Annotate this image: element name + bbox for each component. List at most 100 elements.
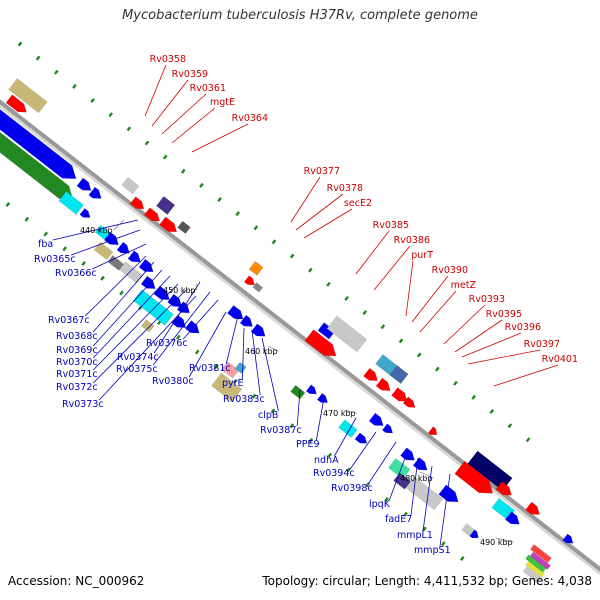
feature-arrow xyxy=(304,329,337,357)
gc-dot xyxy=(175,334,181,340)
leader-line xyxy=(152,291,211,366)
leader-line xyxy=(144,64,167,117)
feature-67 xyxy=(525,501,540,515)
gene-label-metz: metZ xyxy=(451,280,477,291)
feature-34 xyxy=(239,314,253,327)
gc-dot xyxy=(380,324,386,330)
feature-arrow xyxy=(469,529,479,539)
feature-box xyxy=(338,419,358,438)
feature-box xyxy=(326,315,368,353)
feature-arrow xyxy=(391,387,408,402)
tick-label: 490 kbp xyxy=(480,538,513,547)
feature-box xyxy=(467,450,513,492)
tick-line xyxy=(419,471,434,479)
gene-label-rv0385: Rv0385 xyxy=(373,220,409,231)
leader-line xyxy=(303,208,353,239)
feature-7 xyxy=(79,208,91,218)
feature-50 xyxy=(290,384,306,400)
feature-box xyxy=(522,566,542,583)
feature-box xyxy=(389,365,409,384)
leader-line xyxy=(439,473,451,547)
feature-6 xyxy=(58,191,84,215)
tick-line xyxy=(343,409,357,414)
feature-30 xyxy=(248,260,264,276)
feature-19 xyxy=(93,241,114,261)
gc-dot xyxy=(416,352,422,358)
gene-label-rv0366c: Rv0366c xyxy=(55,268,97,279)
gene-label-rv0359: Rv0359 xyxy=(172,69,208,80)
gc-dot xyxy=(308,267,313,273)
leader-line xyxy=(242,327,245,380)
feature-arrow xyxy=(129,196,145,210)
tick-label: 480 kbp xyxy=(400,474,433,483)
leader-lines xyxy=(52,64,559,547)
feature-box xyxy=(141,319,155,333)
leader-line xyxy=(443,304,486,345)
gene-label-rv0383c: Rv0383c xyxy=(223,394,265,405)
gene-label-rv0398c: Rv0398c xyxy=(331,483,373,494)
feature-box xyxy=(461,523,475,537)
gc-dot xyxy=(100,275,105,281)
feature-box xyxy=(290,384,306,400)
feature-53 xyxy=(338,419,358,438)
feature-17 xyxy=(127,250,141,263)
gc-dot xyxy=(53,69,59,75)
leader-line xyxy=(367,441,397,485)
leader-line xyxy=(410,457,419,516)
feature-49 xyxy=(316,393,328,403)
leader-line xyxy=(92,269,163,347)
feature-47 xyxy=(402,396,416,408)
feature-2 xyxy=(0,104,77,180)
gene-labels: Rv0358Rv0359Rv0361mgtERv0364Rv0377Rv0378… xyxy=(34,54,578,556)
feature-box xyxy=(248,260,264,276)
feature-box xyxy=(221,361,240,379)
gene-label-fba: fba xyxy=(38,239,53,250)
gene-label-clpb: clpB xyxy=(258,410,278,421)
leader-line xyxy=(290,176,321,223)
gene-label-rv0390: Rv0390 xyxy=(432,265,468,276)
leader-line xyxy=(349,431,377,470)
leader-line xyxy=(92,261,155,333)
feature-57 xyxy=(412,457,428,471)
feature-8 xyxy=(121,176,140,195)
gc-dot xyxy=(453,380,458,386)
genome-summary: Topology: circular; Length: 4,411,532 bp… xyxy=(262,574,592,588)
gc-dot xyxy=(507,423,513,429)
leader-line xyxy=(295,193,344,231)
gc-dot xyxy=(162,154,168,160)
gene-label-rv0371c: Rv0371c xyxy=(56,369,98,380)
gc-dot xyxy=(72,83,77,89)
gene-label-rv0401: Rv0401 xyxy=(542,354,578,365)
gene-label-rv0364: Rv0364 xyxy=(232,113,268,124)
feature-arrow xyxy=(354,432,368,444)
feature-box xyxy=(93,241,114,261)
feature-13 xyxy=(177,220,191,234)
gc-dot xyxy=(199,182,204,188)
gene-label-rv0376c: Rv0376c xyxy=(146,338,188,349)
feature-box xyxy=(58,191,84,215)
leader-line xyxy=(161,93,207,135)
gc-dot xyxy=(24,216,30,222)
gc-dot xyxy=(327,452,333,458)
feature-18 xyxy=(138,258,154,273)
feature-arrow xyxy=(250,323,266,337)
gc-dot xyxy=(90,98,95,104)
feature-69 xyxy=(469,529,479,539)
leader-line xyxy=(153,281,201,354)
feature-38 xyxy=(304,329,337,357)
leader-line xyxy=(411,275,449,323)
accession-text: Accession: NC_000962 xyxy=(8,574,145,588)
gene-label-rv0378: Rv0378 xyxy=(327,183,363,194)
feature-box xyxy=(252,282,264,293)
gc-dot xyxy=(213,364,219,370)
feature-43 xyxy=(389,365,409,384)
feature-0 xyxy=(8,78,48,114)
tick-line xyxy=(113,219,125,231)
gc-dot xyxy=(119,290,124,296)
feature-arrow xyxy=(184,320,200,334)
gene-label-rv0377: Rv0377 xyxy=(304,166,340,177)
feature-27 xyxy=(171,314,187,328)
gc-dot xyxy=(5,202,11,207)
tick-line xyxy=(195,283,197,291)
leader-line xyxy=(334,417,357,457)
